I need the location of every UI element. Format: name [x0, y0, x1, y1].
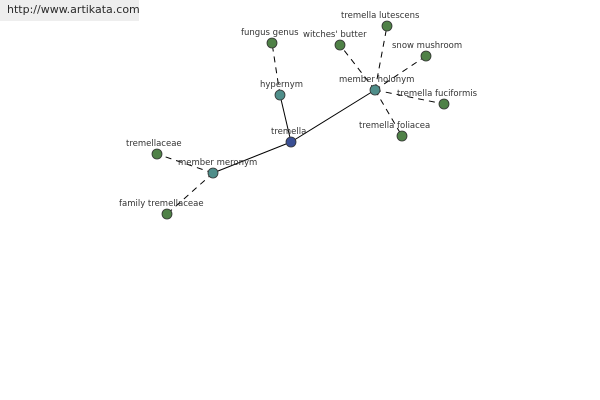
- edge-hypernym-to-fungus-genus: [271, 42, 281, 96]
- node-member-meronym[interactable]: [207, 167, 219, 179]
- edge-tremella-to-hypernym: [279, 94, 292, 143]
- node-snow-mushroom[interactable]: [420, 50, 432, 62]
- node-label-tremella[interactable]: tremella: [271, 127, 306, 137]
- node-label-witches-butter[interactable]: witches' butter: [303, 30, 367, 40]
- edge-tremella-to-member-holonym: [290, 89, 376, 143]
- node-member-holonym[interactable]: [369, 84, 381, 96]
- node-tremellaceae[interactable]: [151, 148, 163, 160]
- edges-layer: [156, 25, 445, 215]
- node-label-member-meronym[interactable]: member meronym: [178, 158, 257, 168]
- node-tremella-fuciformis[interactable]: [438, 98, 450, 110]
- node-label-tremellaceae[interactable]: tremellaceae: [126, 139, 182, 149]
- node-tremella[interactable]: [285, 136, 297, 148]
- node-witches-butter[interactable]: [334, 39, 346, 51]
- edge-member-holonym-to-witches-butter: [339, 44, 376, 91]
- labels-layer: tremella hypernym member holonym member mer…: [119, 11, 478, 209]
- node-label-family-tremellaceae[interactable]: family tremellaceae: [119, 199, 204, 209]
- edge-member-holonym-to-tremella-foliacea: [374, 89, 403, 137]
- node-family-tremellaceae[interactable]: [161, 208, 173, 220]
- site-url[interactable]: http://www.artikata.com: [0, 0, 140, 21]
- edge-member-holonym-to-tremella-fuciformis: [374, 89, 445, 105]
- node-label-hypernym[interactable]: hypernym: [260, 80, 303, 90]
- nodes-layer: [151, 20, 450, 220]
- node-label-tremella-lutescens[interactable]: tremella lutescens: [341, 11, 420, 21]
- node-label-member-holonym[interactable]: member holonym: [339, 75, 414, 85]
- edge-tremella-to-member-meronym: [212, 141, 292, 174]
- node-label-tremella-fuciformis[interactable]: tremella fuciformis: [397, 89, 478, 99]
- node-tremella-foliacea[interactable]: [396, 130, 408, 142]
- node-label-fungus-genus[interactable]: fungus genus: [241, 28, 299, 38]
- node-label-tremella-foliacea[interactable]: tremella foliacea: [359, 121, 430, 131]
- node-tremella-lutescens[interactable]: [381, 20, 393, 32]
- node-fungus-genus[interactable]: [266, 37, 278, 49]
- node-label-snow-mushroom[interactable]: snow mushroom: [392, 41, 462, 51]
- node-hypernym[interactable]: [274, 89, 286, 101]
- edge-member-meronym-to-tremellaceae: [156, 153, 214, 174]
